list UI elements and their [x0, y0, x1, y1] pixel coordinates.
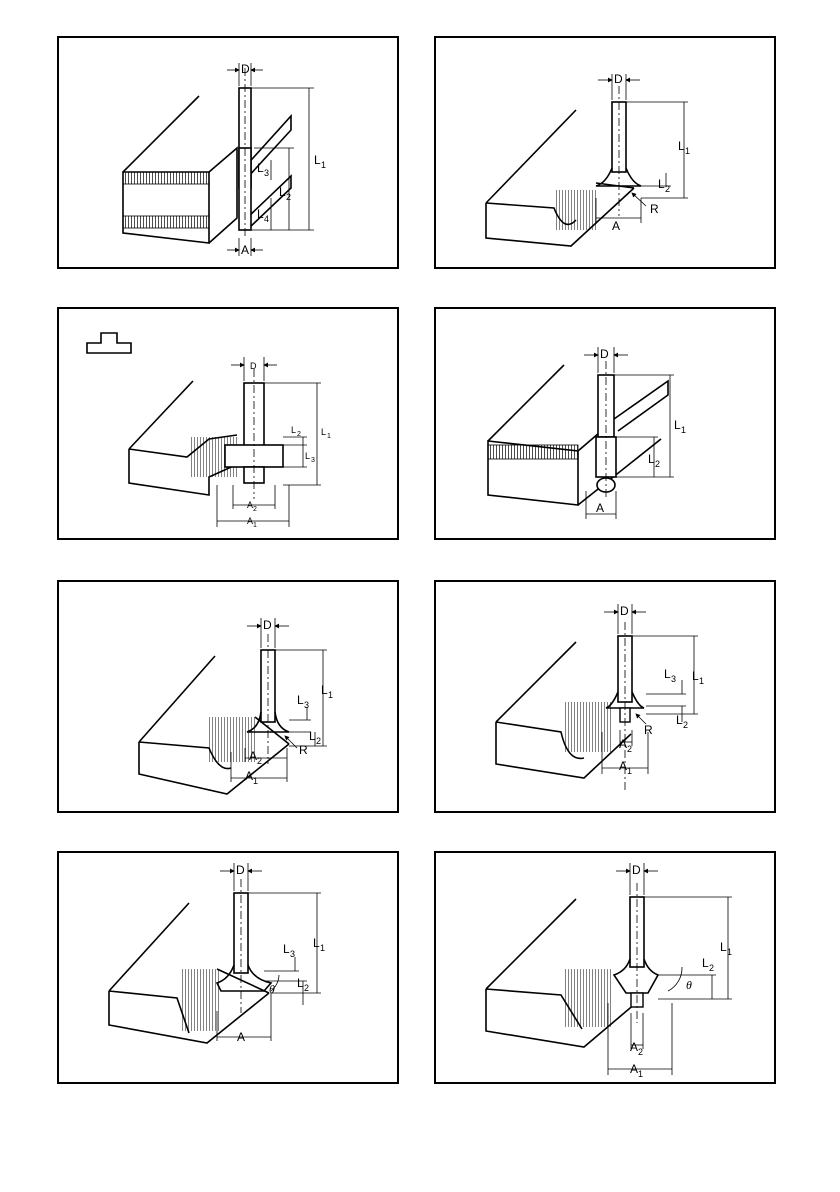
dim-l2-sub: 2: [709, 963, 714, 973]
dim-l1-sub: 1: [321, 160, 326, 170]
dim-a2-label: A: [619, 737, 627, 751]
dim-l2-sub: 2: [304, 983, 309, 993]
router-bit: [225, 369, 283, 499]
dim-a-label: A: [596, 501, 604, 515]
diagram-straight-bit: D A L 1 L 2 L 3 L 4: [57, 36, 399, 269]
dim-l2-label: L: [648, 452, 655, 466]
dim-a-label: A: [237, 1030, 245, 1044]
dimension-lines: [231, 618, 327, 782]
dim-l3-sub: 3: [311, 457, 315, 464]
dim-d-label: D: [620, 604, 629, 618]
dim-l1-label: L: [321, 427, 326, 437]
dim-l2-sub: 2: [665, 184, 670, 194]
dim-d-label: D: [600, 347, 609, 361]
dim-l2-label: L: [291, 425, 296, 435]
dim-a2-sub: 2: [638, 1047, 643, 1057]
dim-a1-sub: 1: [627, 766, 632, 776]
dimension-lines: [596, 74, 688, 223]
router-bit: [239, 68, 251, 238]
dim-l1-label: L: [313, 936, 320, 950]
dim-a-label: A: [241, 243, 249, 257]
router-bit: [596, 361, 616, 499]
dim-theta-label: θ: [269, 982, 275, 996]
dim-a1-sub: 1: [253, 776, 258, 786]
dim-l2-label: L: [309, 729, 316, 743]
dim-a-label: A: [612, 219, 620, 233]
diagram-roman-ogee-bit: D A 2 A 1 R L 1 L 2 L 3: [434, 580, 776, 813]
dim-a2-sub: 2: [253, 506, 257, 513]
dim-l3-sub: 3: [264, 168, 269, 178]
dim-a2-sub: 2: [627, 744, 632, 754]
dim-l1-sub: 1: [681, 425, 686, 435]
dim-l3-sub: 3: [304, 700, 309, 710]
dim-l2-sub: 2: [655, 459, 660, 469]
dim-theta-label: θ: [686, 978, 692, 992]
dim-d-label: D: [236, 863, 245, 877]
dim-l1-sub: 1: [327, 433, 331, 440]
dim-l3-label: L: [257, 161, 264, 175]
diagram-beading-bit: D A 2 A 1 R L 1 L 2 L 3: [57, 580, 399, 813]
dim-l3-sub: 3: [290, 949, 295, 959]
dim-l4-sub: 4: [264, 214, 269, 224]
dim-a1-sub: 1: [253, 522, 257, 529]
router-bit: [596, 86, 641, 216]
dimension-lines: [217, 863, 321, 1041]
dim-l4-label: L: [257, 207, 264, 221]
dim-l1-label: L: [314, 153, 321, 167]
dim-l3-label: L: [305, 451, 310, 461]
dim-l2-sub: 2: [316, 736, 321, 746]
dim-l2-label: L: [279, 185, 286, 199]
dim-d-label: D: [250, 361, 257, 371]
dim-l1-sub: 1: [320, 943, 325, 953]
dim-l2-label: L: [676, 713, 683, 727]
workpiece-block: [129, 381, 249, 495]
dim-a1-label: A: [245, 769, 253, 783]
dim-l2-label: L: [702, 956, 709, 970]
dim-r-label: R: [299, 743, 308, 757]
workpiece-block: [496, 642, 631, 778]
dim-l3-sub: 3: [671, 674, 676, 684]
dim-d-label: D: [241, 62, 250, 76]
diagram-cove-bit: D A R L 1 L 2: [434, 36, 776, 269]
dim-l1-label: L: [321, 683, 328, 697]
dim-l1-sub: 1: [328, 690, 333, 700]
dim-l2-label: L: [297, 976, 304, 990]
dim-l3-label: L: [297, 693, 304, 707]
diagram-t-slot-bit: D A 2 A 1 L 1 L 2 L 3: [57, 307, 399, 540]
dim-l2-label: L: [658, 177, 665, 191]
dim-r-label: R: [650, 202, 659, 216]
dim-l1-label: L: [692, 669, 699, 683]
t-slot-profile-icon: [87, 333, 131, 353]
dim-l2-sub: 2: [683, 720, 688, 730]
dim-l1-label: L: [720, 940, 727, 954]
dim-l2-sub: 2: [286, 192, 291, 202]
dim-a1-sub: 1: [638, 1069, 643, 1079]
dim-a2-label: A: [630, 1040, 638, 1054]
dim-l2-sub: 2: [297, 431, 301, 438]
diagram-flush-trim-bit: D A L 1 L 2: [434, 307, 776, 540]
dim-r-label: R: [644, 723, 653, 737]
dim-l1-label: L: [674, 418, 681, 432]
dim-a2-sub: 2: [257, 756, 262, 766]
router-bit: [614, 883, 658, 1023]
router-bit: [217, 879, 271, 1013]
workpiece-block: [486, 899, 636, 1047]
diagram-chamfer-bit: D A θ L 1 L 2 L 3: [57, 851, 399, 1084]
dim-l1-sub: 1: [727, 947, 732, 957]
dim-a1-label: A: [619, 759, 627, 773]
dim-d-label: D: [614, 72, 623, 86]
dim-l3-label: L: [664, 667, 671, 681]
dim-d-label: D: [632, 863, 641, 877]
workpiece-block: [488, 365, 668, 505]
dim-l1-sub: 1: [699, 676, 704, 686]
dim-d-label: D: [263, 618, 272, 632]
dim-a2-label: A: [249, 749, 257, 763]
dim-a1-label: A: [630, 1062, 638, 1076]
diagram-bearing-chamfer-bit: D A 2 A 1 θ L 1 L 2: [434, 851, 776, 1084]
dim-l3-label: L: [283, 942, 290, 956]
dim-l1-sub: 1: [685, 146, 690, 156]
dim-l1-label: L: [678, 139, 685, 153]
